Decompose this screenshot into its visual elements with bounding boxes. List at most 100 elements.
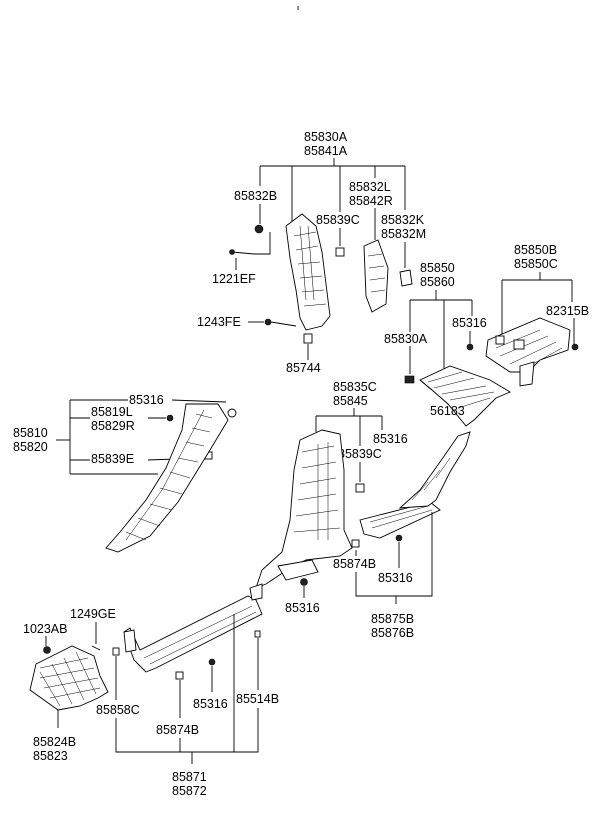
clip-part (300, 578, 308, 586)
label-85845: 85845 (333, 394, 368, 408)
part-hatching (39, 651, 101, 707)
part-hatching (411, 457, 451, 501)
label-85830A: 85830A (304, 130, 348, 144)
label-85316: 85316 (452, 316, 487, 330)
clip-part (43, 646, 51, 654)
clip-part (395, 534, 403, 542)
front-sill-scuff (123, 595, 263, 673)
screw-part (91, 645, 101, 651)
label-1249GE: 1249GE (70, 607, 116, 621)
leader-line (171, 399, 227, 403)
label-85850B: 85850B (514, 243, 557, 257)
trim-tab (277, 559, 319, 581)
leader-line (115, 708, 259, 753)
rear-sill-group: 85874B 85316 85875B 85876B (333, 431, 471, 640)
trim-tab (519, 361, 535, 387)
a-pillar-group: 85830A 85841A 85832B 85832L 85842R 85839… (197, 130, 426, 375)
label-85850: 85850 (420, 261, 455, 275)
cowl-side-trim (29, 645, 109, 711)
trim-hole (513, 339, 525, 350)
label-85823: 85823 (33, 749, 68, 763)
clip-part (404, 375, 415, 384)
b-pillar-trim (105, 403, 229, 553)
part-hatching (293, 231, 327, 307)
label-85839C: 85839C (338, 447, 382, 461)
part-hatching (369, 505, 433, 529)
label-85871: 85871 (172, 770, 207, 784)
center-pillar-group: 85835C 85845 85316 85839C 85316 (255, 380, 408, 615)
part-hatching (367, 253, 386, 293)
label-85820: 85820 (13, 440, 48, 454)
fastener-shaft (270, 321, 297, 327)
label-85830A: 85830A (384, 332, 428, 346)
clip-part (166, 414, 174, 422)
leader-line (419, 379, 433, 391)
sill-end-cap (123, 629, 137, 653)
label-85832L: 85832L (349, 180, 391, 194)
label-85875B: 85875B (371, 612, 414, 626)
front-sill-group: 1249GE 1023AB 85824B 85823 85858C 85874B… (23, 583, 279, 798)
part-hatching (427, 371, 495, 409)
label-1221EF: 1221EF (212, 272, 256, 286)
label-56183: 56183 (430, 404, 465, 418)
rear-sill-upper (398, 431, 471, 509)
label-85876B: 85876B (371, 626, 414, 640)
clip-part (571, 343, 579, 351)
label-85839C: 85839C (316, 213, 360, 227)
label-1243FE: 1243FE (197, 315, 241, 329)
trim-hole (495, 335, 505, 345)
clip-part (355, 483, 365, 493)
label-85858C: 85858C (96, 703, 140, 717)
label-85832M: 85832M (381, 227, 426, 241)
quarter-trim-lower (419, 365, 511, 427)
label-85316: 85316 (378, 571, 413, 585)
clip-part (175, 671, 184, 680)
clip-part (112, 647, 120, 656)
label-85316: 85316 (373, 432, 408, 446)
clip-part (351, 539, 360, 548)
label-85874B: 85874B (333, 557, 376, 571)
label-85316: 85316 (285, 601, 320, 615)
clip-part (254, 630, 261, 638)
clip-part (466, 343, 474, 351)
sill-end-tab (249, 583, 263, 601)
label-85316: 85316 (193, 697, 228, 711)
part-hatching (299, 225, 315, 301)
label-85872: 85872 (172, 784, 207, 798)
label-85832B: 85832B (234, 189, 277, 203)
label-85835C: 85835C (333, 380, 377, 394)
label-85850C: 85850C (514, 257, 558, 271)
label-1023AB: 1023AB (23, 622, 67, 636)
rear-trim-group: 85850B 85850C 82315B 85850 85860 85316 8… (384, 243, 589, 427)
bolt-head (229, 249, 235, 255)
clip-part (303, 333, 313, 344)
label-85810: 85810 (13, 426, 48, 440)
label-85829R: 85829R (91, 419, 135, 433)
label-85316: 85316 (129, 393, 164, 407)
part-hatching (125, 409, 205, 541)
fastener-part (264, 318, 272, 326)
clip-part (208, 658, 216, 666)
b-pillar-group: 85316 85819L 85829R 85810 85820 85839E (13, 393, 237, 553)
label-85874B: 85874B (156, 723, 199, 737)
part-hatching (125, 413, 213, 541)
cap-part (399, 269, 413, 287)
part-hatching (317, 442, 329, 540)
label-85842R: 85842R (349, 194, 393, 208)
clip-part (335, 247, 345, 257)
label-85819L: 85819L (91, 405, 133, 419)
label-85860: 85860 (420, 275, 455, 289)
pillar-cover (363, 239, 389, 313)
clip-part (227, 408, 237, 418)
leader-line (355, 512, 433, 597)
label-85832K: 85832K (381, 213, 425, 227)
label-85824B: 85824B (33, 735, 76, 749)
label-85839E: 85839E (91, 452, 134, 466)
label-82315B: 82315B (546, 304, 589, 318)
bolt-part (231, 251, 255, 255)
clip-part (254, 224, 264, 234)
label-85514B: 85514B (236, 692, 279, 706)
a-pillar-trim (285, 213, 331, 331)
leader-line (254, 232, 271, 255)
